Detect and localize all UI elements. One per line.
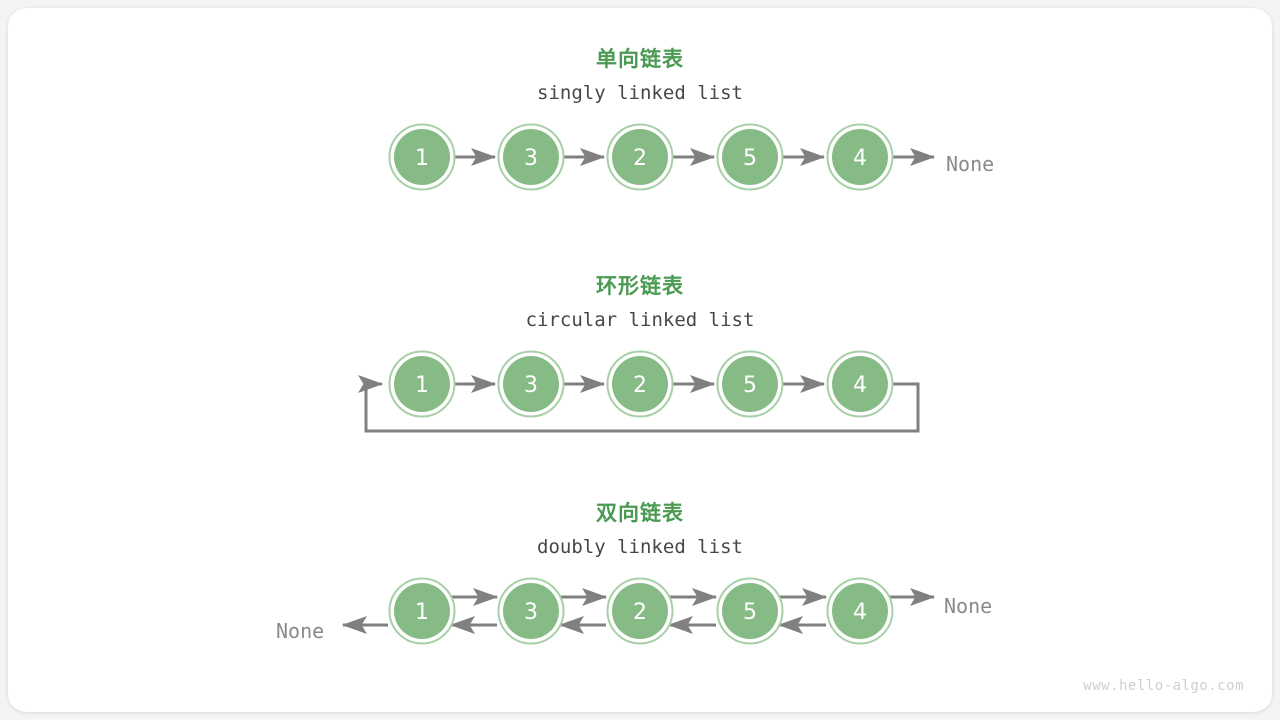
singly-node-value: 3 [524,146,538,171]
doubly-node-value: 3 [524,600,538,625]
circular-en-title: circular linked list [525,309,755,331]
circular-node-5: 4 [826,350,894,418]
circular-node-2: 3 [497,350,565,418]
singly-node-2: 3 [497,123,565,191]
doubly-node-2: 3 [497,577,565,645]
circular-zh-title: 环形链表 [596,274,684,298]
singly-tail-none-label: None [946,152,995,176]
circular-node-value: 4 [853,373,867,398]
circular-node-1: 1 [388,350,456,418]
doubly-node-5: 4 [826,577,894,645]
circular-loopback-path [358,374,920,433]
circular-linked-list-graphic: 1 3 2 5 4 [358,350,920,433]
watermark: www.hello-algo.com [1083,678,1244,694]
diagram-card: 单向链表 singly linked list None 1 [8,8,1272,712]
circular-node-value: 1 [415,373,429,398]
doubly-node-value: 1 [415,600,429,625]
singly-node-3: 2 [606,123,674,191]
singly-zh-title: 单向链表 [596,47,684,71]
singly-en-title: singly linked list [537,82,743,104]
singly-node-value: 1 [415,146,429,171]
doubly-tail-none-label: None [944,594,993,618]
doubly-en-title: doubly linked list [537,536,743,558]
doubly-node-value: 5 [743,600,757,625]
singly-node-value: 2 [633,146,647,171]
doubly-zh-title: 双向链表 [596,501,684,525]
circular-node-value: 2 [633,373,647,398]
circular-node-3: 2 [606,350,674,418]
singly-node-value: 4 [853,146,867,171]
doubly-node-1: 1 [388,577,456,645]
doubly-head-none-label: None [276,619,325,643]
doubly-node-3: 2 [606,577,674,645]
singly-node-4: 5 [716,123,784,191]
circular-node-4: 5 [716,350,784,418]
doubly-node-4: 5 [716,577,784,645]
singly-linked-list-graphic: 1 3 2 5 4 [388,123,936,191]
singly-node-value: 5 [743,146,757,171]
doubly-linked-list-graphic: 1 3 2 5 4 [341,577,936,645]
singly-node-1: 1 [388,123,456,191]
doubly-node-value: 4 [853,600,867,625]
singly-node-5: 4 [826,123,894,191]
doubly-node-value: 2 [633,600,647,625]
circular-node-value: 5 [743,373,757,398]
circular-node-value: 3 [524,373,538,398]
